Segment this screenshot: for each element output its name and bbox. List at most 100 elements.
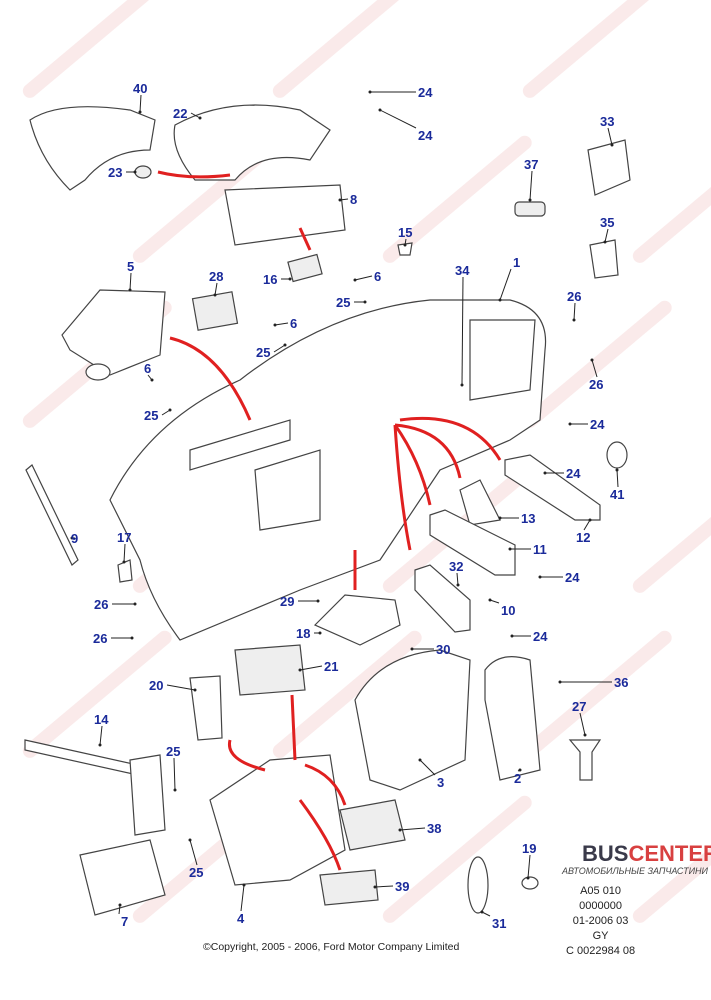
leader-dot [498, 298, 502, 302]
leader-line [354, 275, 373, 281]
part-number-label[interactable]: 31 [492, 916, 506, 931]
part-number-label[interactable]: 7 [121, 914, 128, 929]
part-number-label[interactable]: 26 [567, 289, 581, 304]
part-number-label[interactable]: 14 [94, 712, 109, 727]
part-number-label[interactable]: 2 [514, 771, 521, 786]
watermark-band [632, 135, 711, 263]
part-number-label[interactable]: 11 [533, 542, 547, 557]
leader-dot [168, 408, 172, 412]
part-number-label[interactable]: 5 [127, 259, 134, 274]
part-number-label[interactable]: 13 [521, 511, 535, 526]
part-number-label[interactable]: 25 [189, 865, 203, 880]
part-number-label[interactable]: 38 [427, 821, 441, 836]
part-number-label[interactable]: 6 [290, 316, 297, 331]
leader-dot [410, 647, 414, 651]
part-number-label[interactable]: 34 [455, 263, 470, 278]
part-23-knob [134, 165, 152, 179]
part-number-label[interactable]: 39 [395, 879, 409, 894]
part-14-plate [129, 754, 166, 836]
part-number-label[interactable]: 18 [296, 626, 310, 641]
leader-line [527, 854, 531, 879]
part-number-label[interactable]: 15 [398, 225, 412, 240]
part-number-label[interactable]: 19 [522, 841, 536, 856]
part-number-label[interactable]: 6 [374, 269, 381, 284]
leader-dot [543, 471, 547, 475]
logo-brand-center: CENTER [628, 841, 711, 866]
part-number-label[interactable]: 29 [280, 594, 294, 609]
part-number-label[interactable]: 25 [336, 295, 350, 310]
part-number-label[interactable]: 35 [600, 215, 614, 230]
part-number-label[interactable]: 4 [237, 911, 245, 926]
leader-line [489, 599, 500, 604]
part-number-label[interactable]: 24 [533, 629, 548, 644]
part-number-label[interactable]: 33 [600, 114, 614, 129]
part-number-label[interactable]: 26 [94, 597, 108, 612]
leader-dot [460, 383, 464, 387]
leader-dot [526, 876, 530, 880]
part-number-label[interactable]: 36 [614, 675, 628, 690]
leader-line [274, 322, 289, 326]
part-number-label[interactable]: 25 [144, 408, 158, 423]
part-number-label[interactable]: 41 [610, 487, 624, 502]
part-8-instrument-cluster [224, 184, 346, 246]
leader-dot [138, 110, 142, 114]
leader-line [99, 725, 103, 746]
part-35-sensor [589, 239, 619, 279]
part-number-label[interactable]: 1 [513, 255, 520, 270]
part-number-label[interactable]: 10 [501, 603, 515, 618]
part-number-label[interactable]: 21 [324, 659, 338, 674]
leader-dot [615, 468, 619, 472]
part-number-label[interactable]: 24 [418, 85, 433, 100]
part-number-label[interactable]: 24 [566, 466, 581, 481]
part-39-cover [319, 869, 379, 906]
watermark-band [382, 795, 532, 923]
leader-line [461, 276, 464, 386]
leader-dot [558, 680, 562, 684]
code-line: C 0022984 08 [566, 945, 636, 957]
leader-dot [283, 343, 287, 347]
part-number-label[interactable]: 3 [437, 775, 444, 790]
part-number-label[interactable]: 37 [524, 157, 538, 172]
watermark-band [522, 300, 672, 428]
part-number-label[interactable]: 25 [256, 345, 270, 360]
part-22-cluster-hood [173, 104, 331, 181]
part-number-label[interactable]: 20 [149, 678, 163, 693]
part-number-label[interactable]: 25 [166, 744, 180, 759]
leader-line [129, 272, 132, 291]
part-number-label[interactable]: 28 [209, 269, 223, 284]
part-number-label[interactable]: 22 [173, 106, 187, 121]
part-number-label[interactable]: 26 [93, 631, 107, 646]
part-number-label[interactable]: 23 [108, 165, 122, 180]
watermark-band [272, 0, 422, 98]
part-number-label[interactable]: 17 [117, 530, 131, 545]
part-number-label[interactable]: 32 [449, 559, 463, 574]
part-number-label[interactable]: 26 [589, 377, 603, 392]
part-40-cover [29, 106, 156, 191]
leader-dot [193, 688, 197, 692]
leader-line [166, 684, 196, 691]
part-number-label[interactable]: 9 [71, 531, 78, 546]
leader-dot [528, 198, 532, 202]
part-number-label[interactable]: 6 [144, 361, 151, 376]
leader-dot [403, 243, 407, 247]
leader-line [118, 904, 121, 915]
part-1-cluster-opening [469, 319, 536, 401]
leader-line [173, 757, 176, 791]
leader-dot [133, 602, 137, 606]
leader-line [161, 409, 171, 416]
leader-dot [418, 758, 422, 762]
part-number-label[interactable]: 16 [263, 272, 277, 287]
part-number-label[interactable]: 30 [436, 642, 450, 657]
part-number-label[interactable]: 40 [133, 81, 147, 96]
leader-line [273, 344, 286, 353]
part-number-label[interactable]: 24 [590, 417, 605, 432]
code-line: 01-2006 03 [572, 915, 629, 927]
part-15-clip [397, 242, 413, 256]
part-number-label[interactable]: 27 [572, 699, 586, 714]
part-number-label[interactable]: 12 [576, 530, 590, 545]
part-number-label[interactable]: 24 [565, 570, 580, 585]
part-number-label[interactable]: 8 [350, 192, 357, 207]
part-number-label[interactable]: 24 [418, 128, 433, 143]
part-11-bracket [429, 509, 516, 576]
